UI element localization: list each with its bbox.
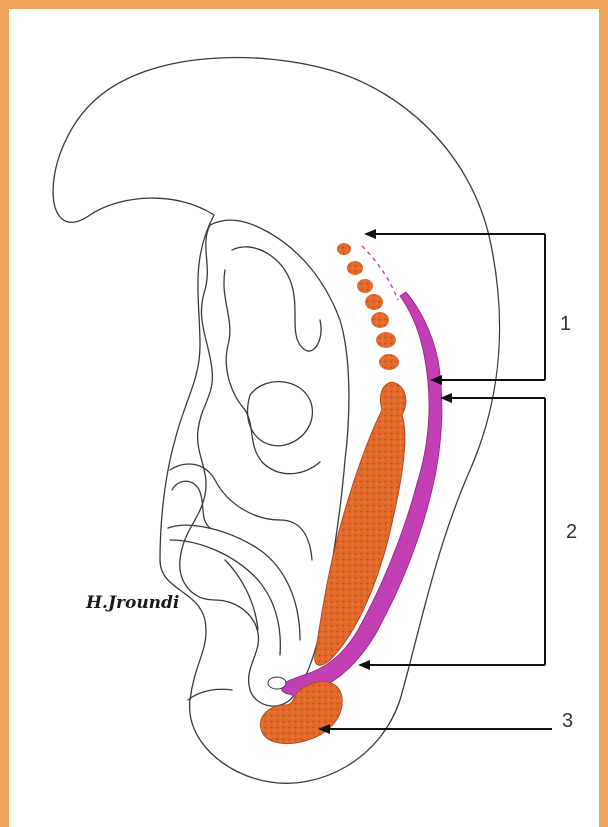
mesonephros-column bbox=[315, 382, 406, 665]
label-3: 3 bbox=[562, 710, 573, 732]
gut-fold-5 bbox=[188, 560, 258, 700]
label-1: 1 bbox=[560, 313, 571, 335]
metanephros-blob bbox=[260, 682, 342, 744]
cloaca-opening bbox=[268, 677, 286, 689]
gut-fold-1 bbox=[170, 464, 312, 560]
gut-fold-3 bbox=[168, 525, 300, 640]
inner-loop-upper bbox=[232, 247, 321, 446]
author-signature: H.Jroundi bbox=[85, 593, 179, 613]
inner-loop-mid bbox=[224, 270, 320, 474]
label-2: 2 bbox=[566, 521, 577, 543]
gut-fold-2 bbox=[172, 481, 210, 528]
gut-fold-4 bbox=[170, 540, 280, 655]
arrow-3 bbox=[318, 724, 552, 734]
